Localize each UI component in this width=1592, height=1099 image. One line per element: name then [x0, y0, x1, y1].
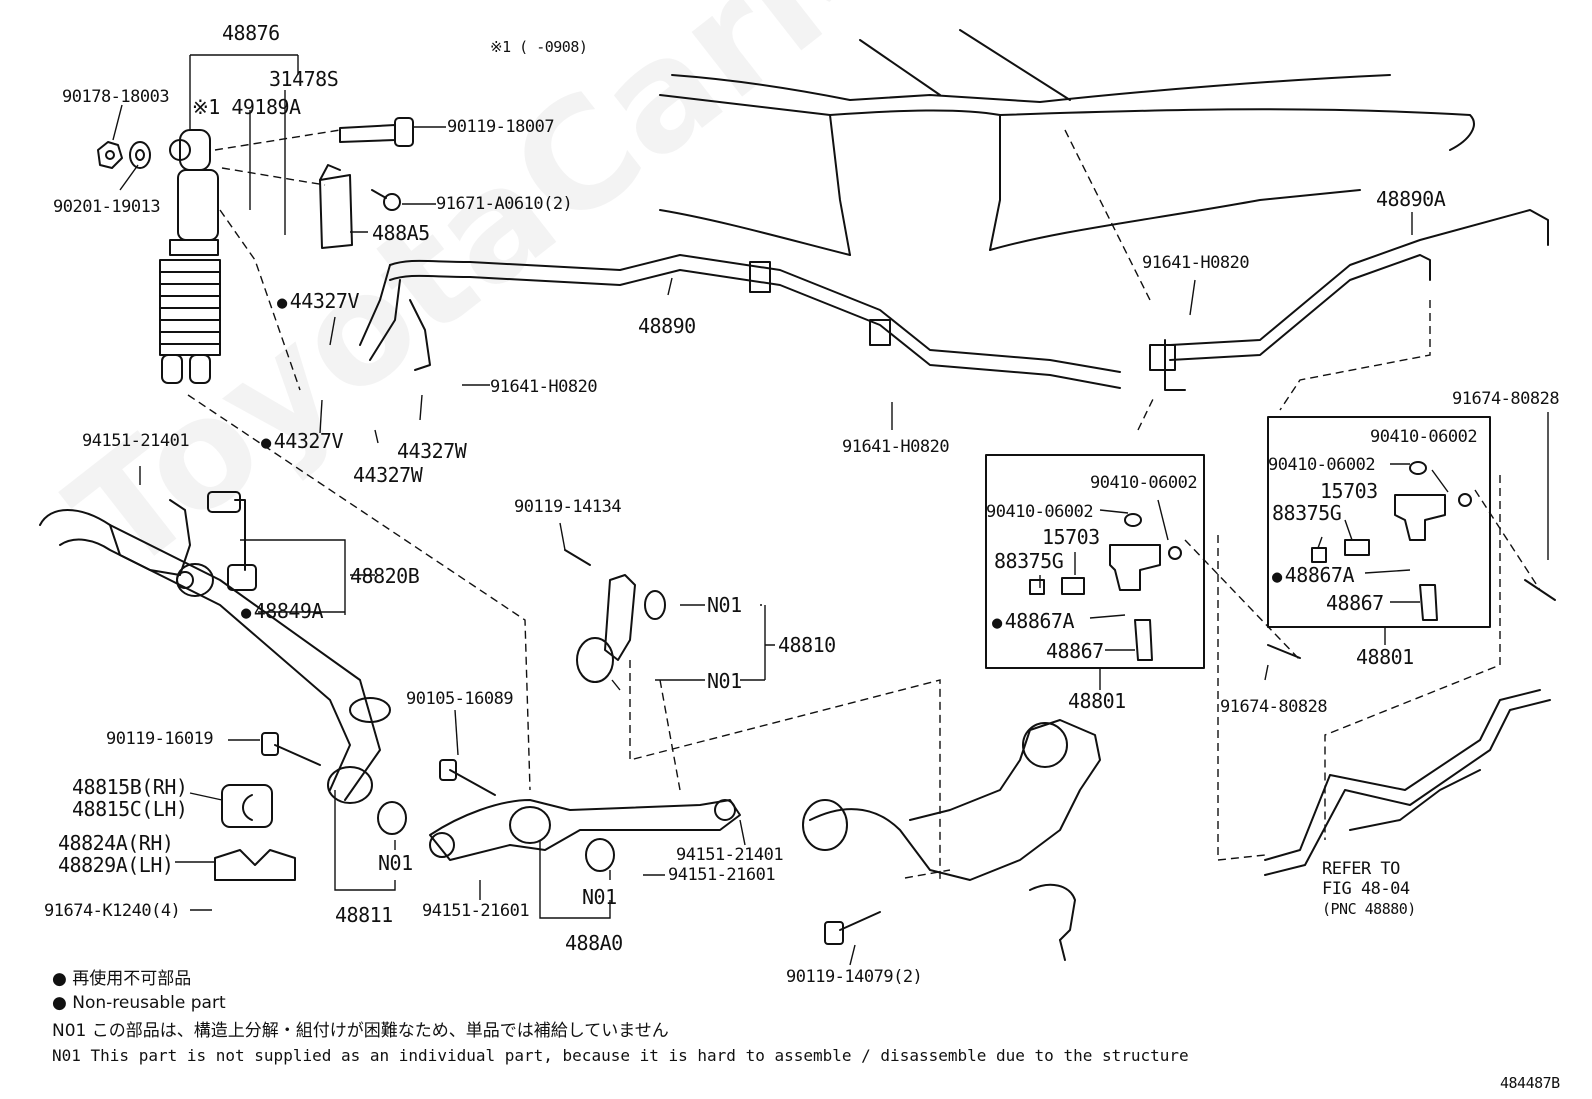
label-88375G-a: 88375G: [994, 549, 1064, 573]
label-44327W-a: 44327W: [397, 439, 467, 463]
label-31478S: 31478S: [269, 67, 339, 91]
label-94151-21401-a: 94151-21401: [82, 431, 190, 451]
legend-nonreusable-ja: ● 再使用不可部品: [52, 969, 192, 989]
legend-nonreusable-en: ● Non-reusable part: [52, 993, 226, 1013]
label-48801-a: 48801: [1068, 689, 1126, 713]
label-48829A: 48829A(LH): [58, 853, 174, 877]
valve-assembly-48801-a: [985, 454, 1205, 669]
label-48849A: 48849A: [241, 600, 324, 624]
label-48867-b: 48867: [1326, 591, 1384, 615]
label-48867A-a: 48867A: [992, 610, 1075, 634]
label-N01-d: N01: [582, 885, 617, 909]
label-91641-H0820-c: 91641-H0820: [1142, 253, 1250, 273]
label-90178-18003: 90178-18003: [62, 87, 170, 107]
vehicle-body-outline: [659, 29, 1475, 256]
label-48815C: 48815C(LH): [72, 797, 188, 821]
label-91674-80828-a: 91674-80828: [1452, 389, 1560, 409]
label-49189A: ※1 49189A: [192, 95, 301, 119]
label-90410-a: 90410-06002: [1090, 473, 1198, 493]
stabilizer-bar-48811: [39, 499, 391, 804]
label-48811: 48811: [335, 903, 393, 927]
label-48876: 48876: [222, 21, 280, 45]
label-90410-d: 90410-06002: [1268, 455, 1376, 475]
label-N01-a: N01: [707, 593, 742, 617]
label-90119-14134: 90119-14134: [514, 497, 622, 517]
label-N01-b: N01: [707, 669, 742, 693]
link-48820B: [207, 491, 257, 591]
bushing-N01-left: [377, 801, 407, 835]
bolt-90105: [439, 759, 496, 796]
label-44327V-bottom: 44327V: [261, 430, 344, 454]
label-90105-16089: 90105-16089: [406, 689, 514, 709]
arm-488A0: [429, 799, 741, 861]
label-48801-b: 48801: [1356, 645, 1414, 669]
label-90410-c: 90410-06002: [1370, 427, 1478, 447]
label-refer-fig: FIG 48-04: [1322, 879, 1410, 899]
bracket-488A5: [319, 164, 353, 249]
label-91674-80828-b: 91674-80828: [1220, 697, 1328, 717]
label-N01-c: N01: [378, 851, 413, 875]
label-91674-K1240: 91674-K1240(4): [44, 901, 181, 921]
legend-n01-en: N01 This part is not supplied as an indi…: [52, 1046, 1189, 1065]
bolt-90119-14079: [824, 911, 881, 945]
bushing-N01-right: [585, 838, 615, 872]
bracket-48824: [214, 849, 296, 881]
bushing-48815: [221, 784, 273, 828]
label-48824A: 48824A(RH): [58, 831, 174, 855]
label-88375G-b: 88375G: [1272, 501, 1342, 525]
label-48815B: 48815B(RH): [72, 775, 188, 799]
label-44327V-top: 44327V: [277, 290, 360, 314]
label-48820B: 48820B: [350, 564, 420, 588]
label-90410-b: 90410-06002: [986, 502, 1094, 522]
lower-arm: [802, 719, 1101, 961]
label-refer-pnc: (PNC 48880): [1322, 900, 1416, 918]
label-94151-21401-b: 94151-21401: [676, 845, 784, 865]
label-48810: 48810: [778, 633, 836, 657]
valve-assembly-48801-b: [1267, 416, 1491, 628]
label-90119-18007: 90119-18007: [447, 117, 555, 137]
label-48867-a: 48867: [1046, 639, 1104, 663]
label-90119-16019: 90119-16019: [106, 729, 214, 749]
bushing-48849A: [176, 563, 214, 597]
label-15703-a: 15703: [1042, 525, 1100, 549]
label-488A5: 488A5: [372, 221, 430, 245]
label-90201-19013: 90201-19013: [53, 197, 161, 217]
header-note: ※1 ( -0908): [490, 38, 588, 56]
bolt-91671: [371, 189, 401, 211]
bolt-90119-18007: [339, 117, 414, 147]
label-48890A: 48890A: [1376, 187, 1446, 211]
washer-90201: [129, 141, 151, 169]
label-48890: 48890: [638, 314, 696, 338]
label-15703-b: 15703: [1320, 479, 1378, 503]
shock-absorber-48876: [159, 129, 221, 384]
label-48867A-b: 48867A: [1272, 564, 1355, 588]
figure-code: 484487B: [1500, 1074, 1560, 1092]
link-48810: [564, 549, 666, 683]
label-91641-H0820-a: 91641-H0820: [490, 377, 598, 397]
label-94151-21601-a: 94151-21601: [422, 901, 530, 921]
nut-90178: [97, 141, 123, 169]
pipe-48890: [359, 254, 1121, 389]
label-91671-A0610: 91671-A0610(2): [436, 194, 573, 214]
label-refer-to: REFER TO: [1322, 859, 1400, 879]
legend-n01-ja: N01 この部品は、構造上分解・組付けが困難なため、単品では補給していません: [52, 1021, 669, 1041]
label-44327W-b: 44327W: [353, 463, 423, 487]
pipe-refer-48880: [1264, 689, 1551, 876]
label-91641-H0820-b: 91641-H0820: [842, 437, 950, 457]
pipe-48890A: [1149, 209, 1549, 391]
label-90119-14079: 90119-14079(2): [786, 967, 923, 987]
label-94151-21601-b: 94151-21601: [668, 865, 776, 885]
bolt-90119-16019: [261, 732, 321, 766]
label-488A0: 488A0: [565, 931, 623, 955]
